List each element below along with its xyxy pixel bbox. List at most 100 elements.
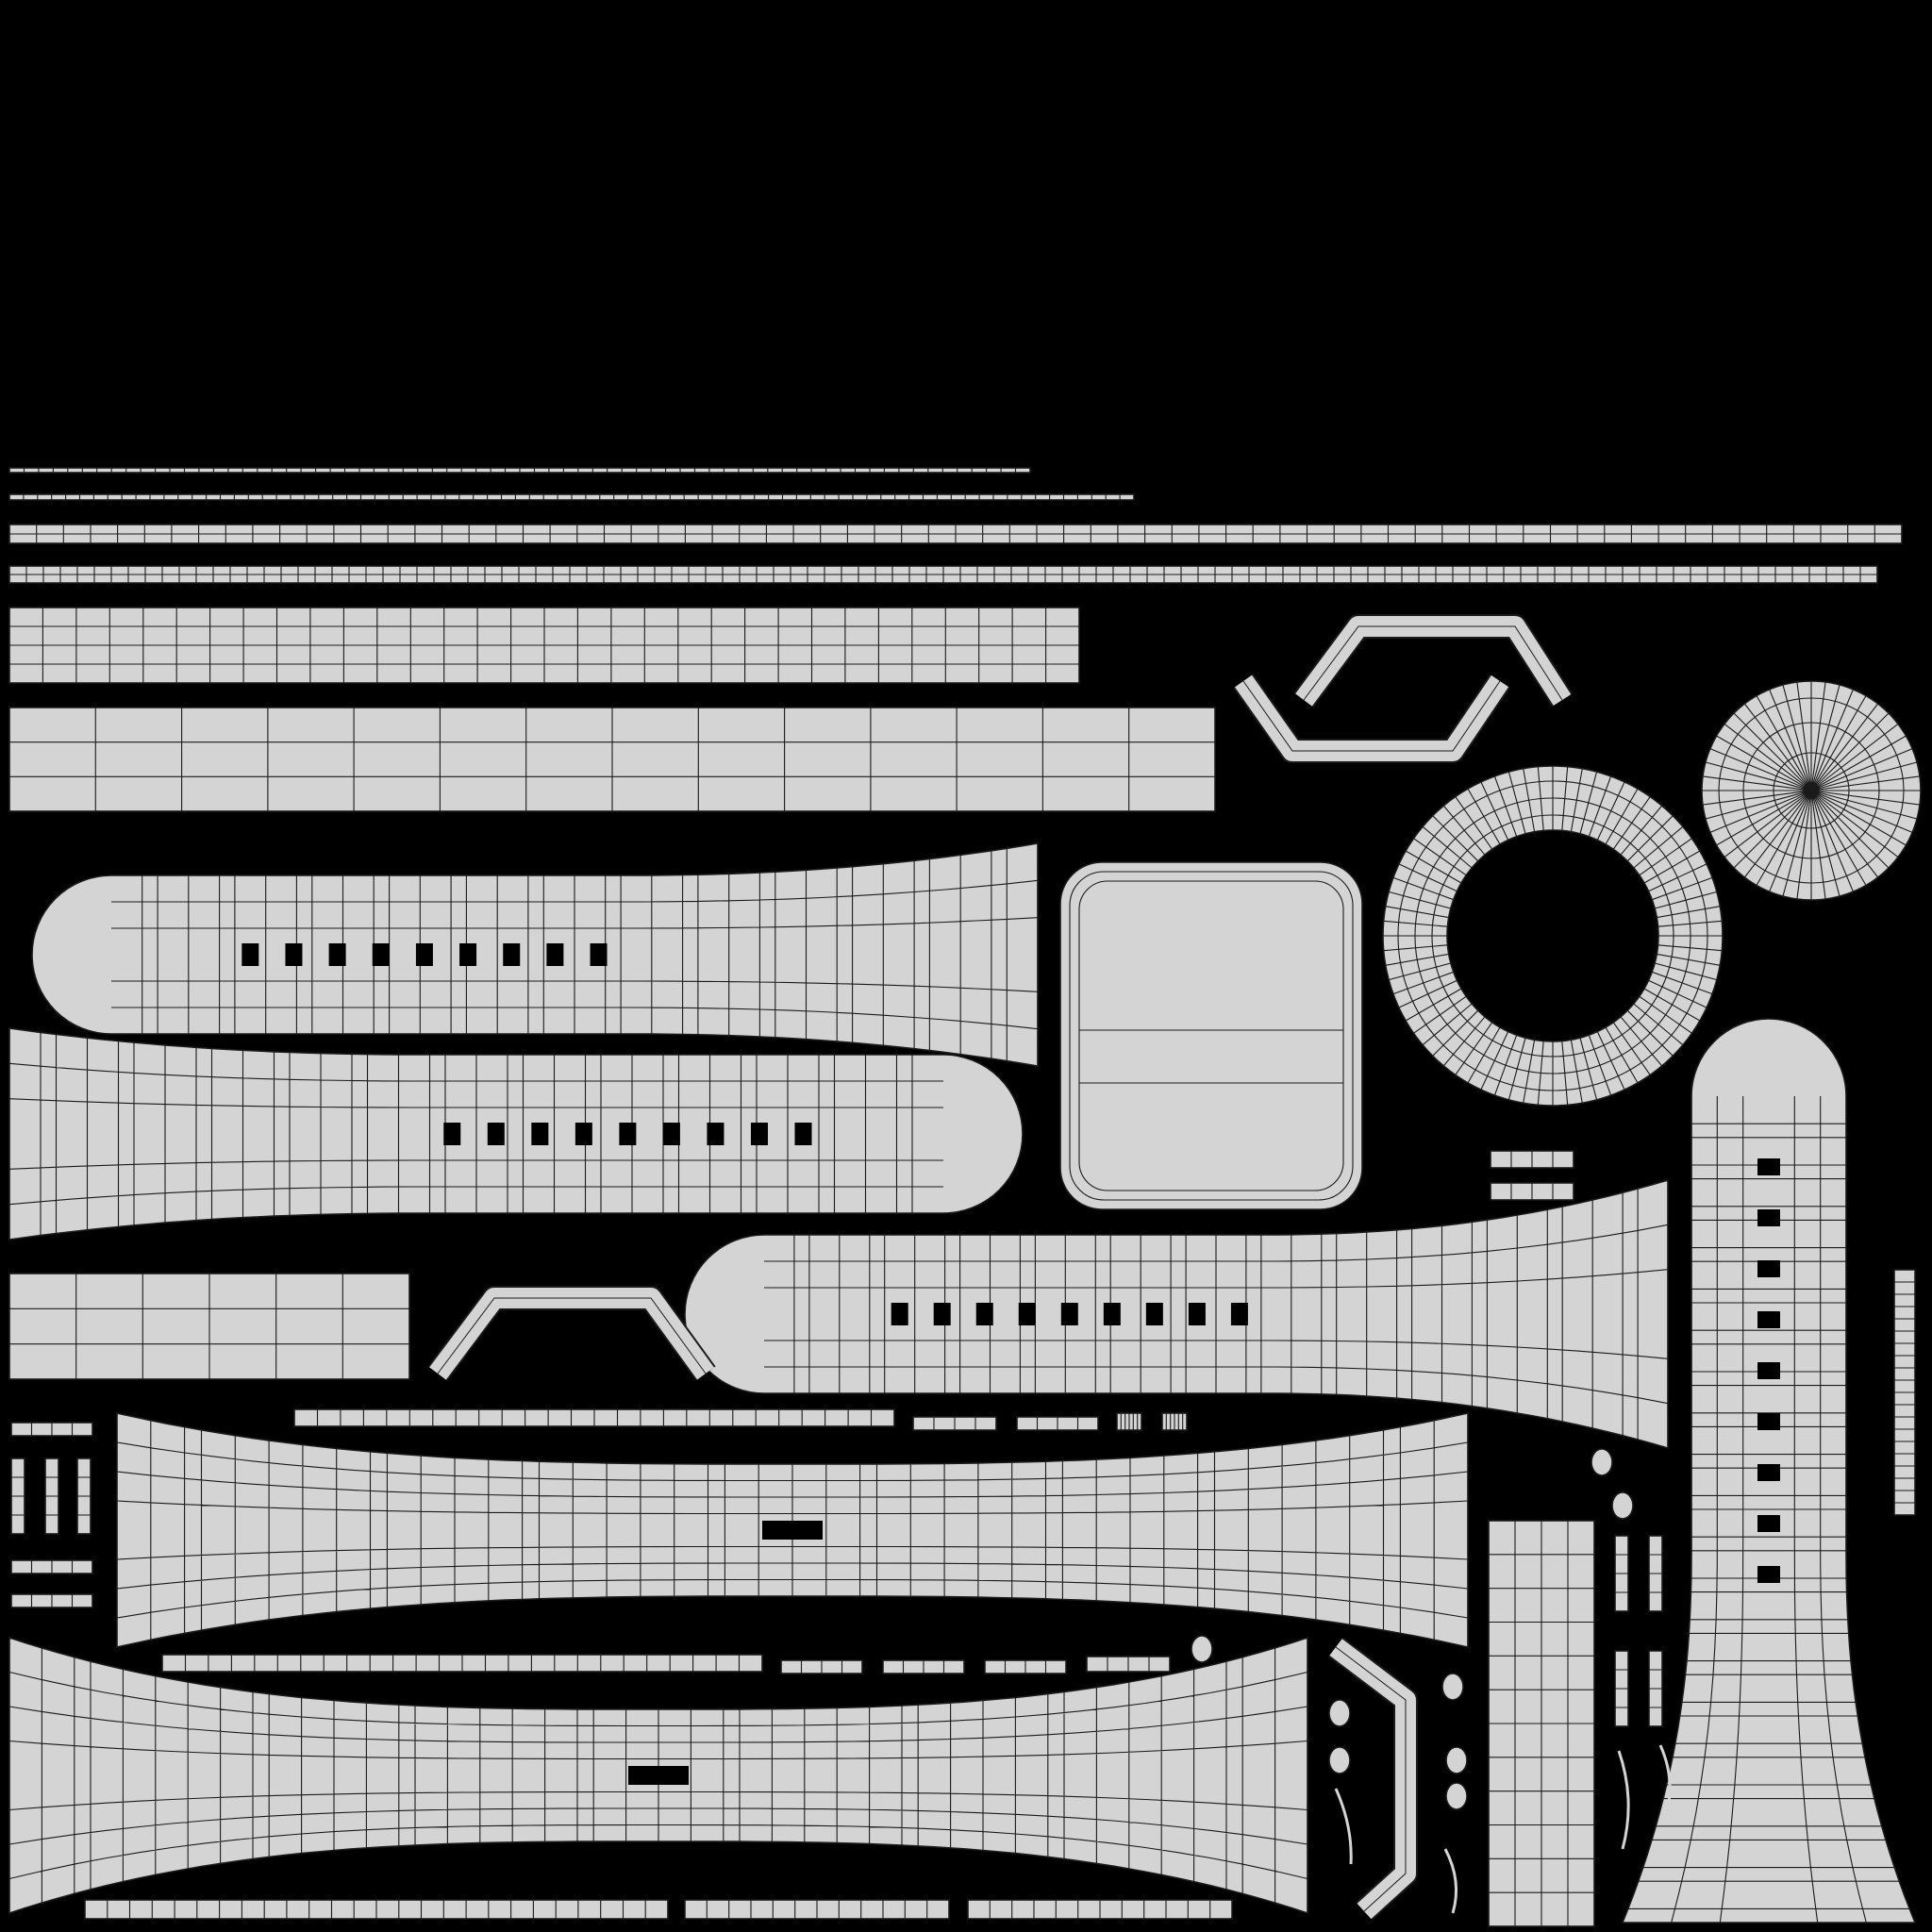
horn-island-4-hole — [1757, 1158, 1780, 1175]
horn-island-1-hole — [503, 943, 521, 966]
strip-island-21-wire — [1510, 1151, 1554, 1168]
ring-island-loop — [1397, 780, 1708, 1091]
small-island-4 — [1441, 1673, 1464, 1701]
strip-island-5-wire — [9, 608, 1079, 683]
strip-island-11-wire — [1120, 1413, 1139, 1430]
strip-island-29-wire — [30, 1560, 74, 1574]
strip-island-14-wire — [800, 1660, 843, 1674]
uv-strip-islands — [8, 467, 1916, 1927]
horn-island-3-hole — [1018, 1303, 1036, 1325]
strip-island-3-wire — [9, 525, 1902, 543]
horn-island-4-hole — [1757, 1566, 1780, 1583]
horn-island-3-hole — [1230, 1303, 1248, 1325]
uv-bent-islands — [427, 614, 1573, 1921]
horn-island-1-hole — [459, 943, 477, 966]
strip-island-8-wire — [316, 1409, 873, 1426]
horn-island-1-hole — [546, 943, 564, 966]
strip-island-22-wire — [1510, 1183, 1554, 1200]
strip-island-31-wire — [1615, 1554, 1628, 1593]
horn-island-4-hole — [1757, 1311, 1780, 1328]
strip-island-19-wire — [706, 1900, 928, 1919]
horn-island-1-hole — [285, 943, 303, 966]
rounded-square-island — [1059, 861, 1363, 1210]
strip-island-7-wire — [9, 1274, 409, 1379]
strip-island-33-wire — [1615, 1669, 1628, 1708]
horn-island-4-hole — [1757, 1515, 1780, 1532]
hook-island-3 — [1617, 1750, 1630, 1850]
disk-island-loop — [1718, 697, 1905, 884]
horn-island-2 — [8, 1027, 1024, 1241]
strip-island-24-wire — [1894, 1281, 1915, 1504]
small-island-7 — [1328, 1746, 1351, 1774]
horn-island-1-hole — [372, 943, 390, 966]
strip-island-9-wire — [933, 1417, 976, 1430]
strip-island-10-wire — [1036, 1417, 1079, 1430]
strip-island-13-wire — [184, 1655, 741, 1672]
small-island-6 — [1328, 1699, 1351, 1727]
ring-island-loop — [1431, 814, 1674, 1058]
horn-island-3-hole — [1188, 1303, 1206, 1325]
bent-island-1-wire — [1303, 625, 1563, 701]
horn-island-2-hole — [750, 1123, 768, 1145]
strip-island-4-wire — [9, 566, 1877, 583]
horn-island-2-hole — [794, 1123, 812, 1145]
hook-island-2 — [1443, 1848, 1458, 1914]
small-island-8 — [1445, 1782, 1468, 1810]
horn-island-1-hole — [415, 943, 433, 966]
strip-island-17-wire — [1107, 1657, 1150, 1672]
horn-island-4-wire — [1627, 1096, 1910, 1924]
hook-island-1 — [1334, 1788, 1353, 1865]
disk-island-wire — [1702, 681, 1921, 900]
horn-island-2-hole — [531, 1123, 549, 1145]
strip-island-1-wire — [23, 468, 1017, 473]
rounded-square-inner-1 — [1069, 871, 1354, 1201]
uv-flare-islands — [8, 1412, 1469, 1915]
horn-island-4-hole — [1757, 1464, 1780, 1481]
horn-island-3-hole — [1103, 1303, 1121, 1325]
horn-island-2-hole — [575, 1123, 592, 1145]
strip-island-30-wire — [30, 1594, 74, 1607]
strip-island-32-wire — [1649, 1554, 1662, 1593]
uv-small-islands — [1191, 1448, 1672, 1914]
horn-island-3-hole — [891, 1303, 908, 1325]
strip-island-16-wire — [1004, 1660, 1047, 1674]
bent-island-2-wire — [1242, 680, 1501, 752]
strip-island-23-wire — [1489, 1521, 1594, 1926]
strip-island-15-wire — [902, 1660, 945, 1674]
strip-island-2-wire — [23, 494, 1121, 500]
strip-island-25-wire — [30, 1423, 74, 1436]
uv-round-islands — [1059, 680, 1922, 1210]
flare-island-1-hole — [762, 1521, 823, 1540]
horn-island-1-hole — [328, 943, 346, 966]
disk-island-loop — [1742, 722, 1880, 859]
horn-island-2-hole — [487, 1123, 505, 1145]
horn-island-3-hole — [1145, 1303, 1163, 1325]
ring-island-loop — [1414, 797, 1691, 1074]
strip-island-28-wire — [77, 1476, 91, 1516]
horn-island-2-hole — [619, 1123, 637, 1145]
strip-island-20-wire — [989, 1900, 1211, 1919]
small-island-5 — [1445, 1746, 1468, 1774]
horn-island-3-hole — [975, 1303, 993, 1325]
horn-island-2-hole — [707, 1123, 724, 1145]
strip-island-12-wire — [1165, 1413, 1184, 1430]
horn-island-3-hole — [1060, 1303, 1078, 1325]
rounded-square-inner-2 — [1078, 880, 1344, 1191]
small-island-2 — [1611, 1491, 1634, 1520]
bent-island-4-wire — [1335, 1646, 1407, 1912]
rounded-square-wire — [1079, 1029, 1343, 1084]
horn-island-4-hole — [1757, 1362, 1780, 1379]
horn-island-4-hole — [1757, 1260, 1780, 1277]
uv-horn-islands — [8, 842, 1917, 1924]
horn-island-1 — [31, 842, 1039, 1067]
horn-island-3-hole — [933, 1303, 951, 1325]
small-island-1 — [1591, 1448, 1613, 1476]
strip-island-26-wire — [11, 1476, 25, 1516]
small-island-3 — [1191, 1635, 1213, 1663]
strip-island-27-wire — [45, 1476, 58, 1516]
disk-island-loop — [1773, 752, 1850, 829]
horn-island-4-hole — [1757, 1209, 1780, 1226]
horn-island-1-hole — [590, 943, 608, 966]
horn-island-1-hole — [242, 943, 259, 966]
